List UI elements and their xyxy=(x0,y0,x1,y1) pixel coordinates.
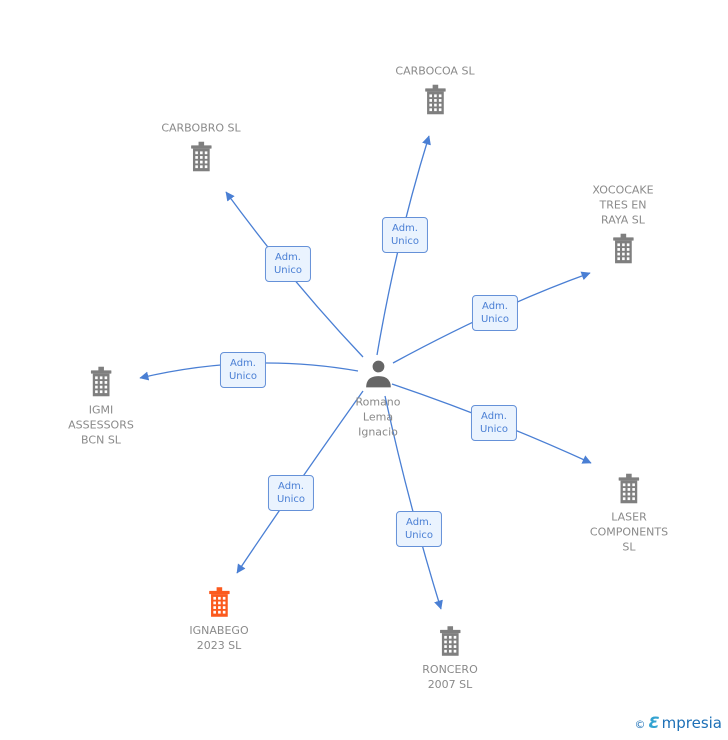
building-icon xyxy=(616,474,642,504)
company-node-ignabego[interactable]: IGNABEGO 2023 SL xyxy=(189,587,249,653)
building-icon xyxy=(610,234,636,264)
building-icon xyxy=(88,367,114,397)
company-label: CARBOBRO SL xyxy=(161,121,241,135)
edge-label-adm-unico-igmi[interactable]: Adm. Unico xyxy=(219,352,267,388)
copyright-symbol: © xyxy=(634,718,646,731)
company-node-xococake[interactable]: XOCOCAKE TRES EN RAYA SL xyxy=(592,183,654,264)
building-icon xyxy=(188,142,214,172)
company-label: RONCERO 2007 SL xyxy=(422,663,478,691)
building-icon xyxy=(206,587,232,617)
edge-label-adm-unico-ignabego[interactable]: Adm. Unico xyxy=(267,475,315,511)
edge-label-adm-unico-roncero[interactable]: Adm. Unico xyxy=(395,511,443,547)
edge-label-adm-unico-carbocoa[interactable]: Adm. Unico xyxy=(381,217,429,253)
company-label: XOCOCAKE TRES EN RAYA SL xyxy=(592,183,654,227)
person-name: Romano Lema Ignacio xyxy=(355,395,401,439)
company-label: CARBOCOA SL xyxy=(395,64,475,78)
brand-text: mpresia xyxy=(661,714,722,732)
company-node-carbobro[interactable]: CARBOBRO SL xyxy=(161,121,241,172)
building-icon xyxy=(437,626,463,656)
company-node-igmi[interactable]: IGMI ASSESSORS BCN SL xyxy=(68,367,134,448)
person-icon xyxy=(363,359,393,389)
company-label: IGMI ASSESSORS BCN SL xyxy=(68,403,134,447)
edge-label-adm-unico-xococake[interactable]: Adm. Unico xyxy=(471,295,519,331)
company-node-carbocoa[interactable]: CARBOCOA SL xyxy=(395,64,475,115)
person-node[interactable]: Romano Lema Ignacio xyxy=(355,359,401,440)
company-node-roncero[interactable]: RONCERO 2007 SL xyxy=(422,626,478,692)
company-label: LASER COMPONENTS SL xyxy=(589,510,669,554)
brand-initial: Ɛ xyxy=(648,713,660,732)
edge-label-adm-unico-laser[interactable]: Adm. Unico xyxy=(470,405,518,441)
edge-label-adm-unico-carbobro[interactable]: Adm. Unico xyxy=(264,246,312,282)
company-label: IGNABEGO 2023 SL xyxy=(189,624,249,652)
building-icon xyxy=(422,85,448,115)
company-node-laser[interactable]: LASER COMPONENTS SL xyxy=(590,474,668,555)
